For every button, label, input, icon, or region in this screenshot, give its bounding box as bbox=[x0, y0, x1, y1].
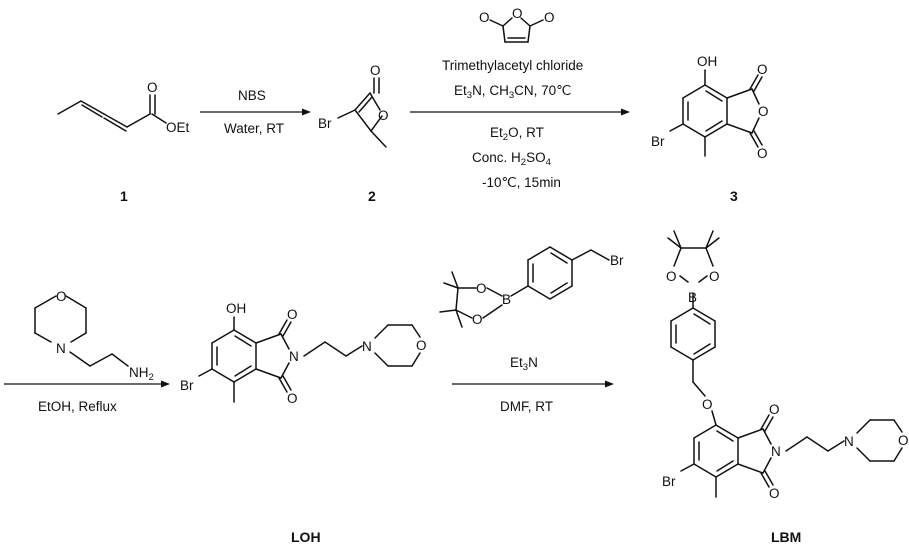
maleic-anhydride-right-oxygen: O bbox=[544, 10, 555, 25]
compound-lbm-bottom-oxygen: O bbox=[769, 486, 780, 501]
compound-2-carbonyl-oxygen: O bbox=[370, 63, 381, 78]
compound-3-hydroxy-label: OH bbox=[697, 54, 717, 69]
step-2-acid: Conc. H2SO4 bbox=[472, 150, 551, 168]
compound-1-structure: O OEt bbox=[57, 80, 190, 135]
compound-loh-structure: OH Br N O O N O bbox=[180, 301, 427, 406]
maleic-anhydride-ring-oxygen: O bbox=[512, 6, 523, 21]
compound-loh-morpholine-oxygen: O bbox=[416, 338, 427, 353]
compound-lbm-boron: B bbox=[688, 290, 697, 305]
compound-loh-imide-nitrogen: N bbox=[289, 349, 299, 364]
compound-loh-bottom-oxygen: O bbox=[287, 391, 298, 406]
amine-label: NH2 bbox=[129, 365, 154, 383]
compound-loh-morpholine-nitrogen: N bbox=[362, 339, 372, 354]
step-2-reagent-1: Trimethylacetyl chloride bbox=[442, 58, 583, 73]
step-2-solvent: Et2O, RT bbox=[490, 125, 544, 143]
compound-1-label: 1 bbox=[120, 188, 128, 204]
boronate-reagent-bottom-oxygen: O bbox=[472, 312, 483, 327]
compound-lbm-label: LBM bbox=[771, 529, 801, 545]
arrow-step-3 bbox=[4, 380, 170, 388]
step-2-reagent-2: Et3N, CH3CN, 70℃ bbox=[454, 83, 571, 101]
morpholinoethylamine-structure: O N NH2 bbox=[34, 289, 154, 383]
step-2-temperature-time: -10℃, 15min bbox=[482, 175, 561, 190]
boronate-benzyl-bromide-structure: Br B O O bbox=[439, 246, 624, 328]
compound-1-ester-label: OEt bbox=[166, 120, 190, 135]
compound-3-structure: OH Br O O O bbox=[651, 54, 769, 161]
maleic-anhydride-structure: O O O bbox=[479, 6, 555, 43]
compound-2-label: 2 bbox=[368, 188, 376, 204]
boronate-reagent-bromo-label: Br bbox=[610, 253, 624, 268]
compound-loh-top-oxygen: O bbox=[287, 307, 298, 322]
compound-2-bromo-label: Br bbox=[318, 116, 332, 131]
arrow-step-4 bbox=[452, 380, 614, 388]
arrow-step-2 bbox=[410, 108, 630, 116]
compound-loh-hydroxy-label: OH bbox=[226, 301, 246, 316]
compound-lbm-ether-oxygen: O bbox=[702, 397, 713, 412]
compound-lbm-right-boronate-oxygen: O bbox=[709, 269, 720, 284]
compound-lbm-top-oxygen: O bbox=[769, 402, 780, 417]
compound-lbm-structure: B O O O Br N O O N O bbox=[662, 230, 909, 501]
compound-lbm-left-boronate-oxygen: O bbox=[666, 269, 677, 284]
step-4-reagent: Et3N bbox=[510, 355, 538, 373]
morpholine-nitrogen: N bbox=[56, 341, 66, 356]
step-4-conditions: DMF, RT bbox=[500, 399, 553, 414]
compound-lbm-imide-nitrogen: N bbox=[771, 444, 781, 459]
compound-3-bromo-label: Br bbox=[651, 134, 665, 149]
compound-loh-bromo-label: Br bbox=[180, 378, 194, 393]
compound-3-label: 3 bbox=[730, 188, 738, 204]
arrow-step-1 bbox=[200, 108, 311, 116]
boronate-reagent-boron: B bbox=[502, 292, 511, 307]
step-1-conditions: Water, RT bbox=[224, 121, 284, 136]
maleic-anhydride-left-oxygen: O bbox=[479, 10, 490, 25]
compound-3-top-carbonyl-oxygen: O bbox=[757, 62, 768, 77]
compound-lbm-morpholine-oxygen: O bbox=[898, 433, 909, 448]
step-3-conditions: EtOH, Reflux bbox=[38, 399, 117, 414]
morpholine-oxygen: O bbox=[56, 289, 67, 304]
compound-loh-label: LOH bbox=[291, 529, 321, 545]
boronate-reagent-top-oxygen: O bbox=[476, 281, 487, 296]
compound-3-ring-oxygen: O bbox=[758, 104, 769, 119]
compound-2-structure: O O Br bbox=[318, 63, 389, 148]
compound-1-carbonyl-oxygen: O bbox=[147, 80, 158, 95]
step-1-reagent: NBS bbox=[238, 88, 266, 103]
compound-3-bottom-carbonyl-oxygen: O bbox=[757, 146, 768, 161]
compound-2-ring-oxygen: O bbox=[378, 108, 389, 123]
compound-lbm-morpholine-nitrogen: N bbox=[844, 434, 854, 449]
compound-lbm-bromo-label: Br bbox=[662, 474, 676, 489]
